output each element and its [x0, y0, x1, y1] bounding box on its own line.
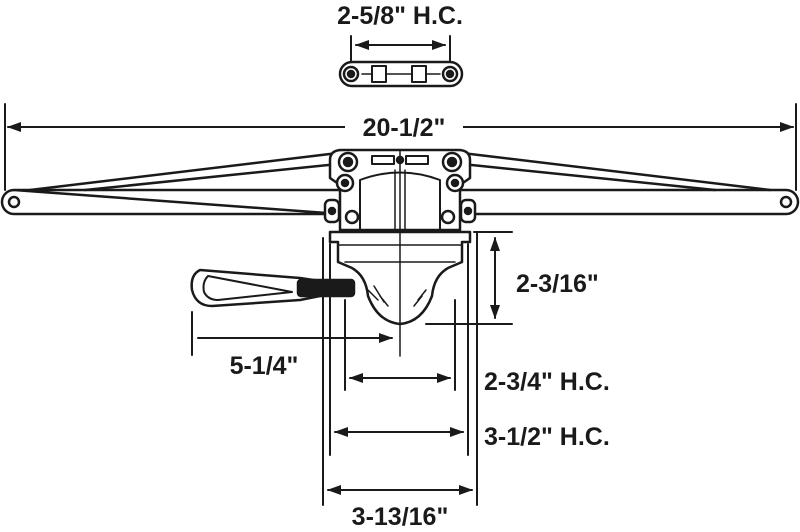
handle-label: 5-1/4" [230, 352, 299, 380]
top-hc-dimension [350, 35, 451, 63]
base-width-dimension [322, 231, 478, 506]
crank-handle [190, 268, 356, 308]
top-hc-label: 2-5/8" H.C. [337, 2, 463, 30]
hc-outer-dimension [329, 243, 469, 456]
hc-inner-dimension [344, 299, 456, 391]
overall-label: 20-1/2" [363, 114, 446, 142]
hc-inner-label: 2-3/4" H.C. [484, 368, 610, 396]
operator-arms [28, 151, 772, 192]
hc-outer-label: 3-1/2" H.C. [484, 423, 610, 451]
operator-bar [0, 188, 800, 216]
handle-dimension [191, 311, 393, 356]
depth-label: 2-3/16" [516, 270, 599, 298]
overall-dimension [4, 103, 797, 191]
top-link-piece [338, 60, 464, 88]
base-width-label: 3-13/16" [352, 503, 449, 531]
